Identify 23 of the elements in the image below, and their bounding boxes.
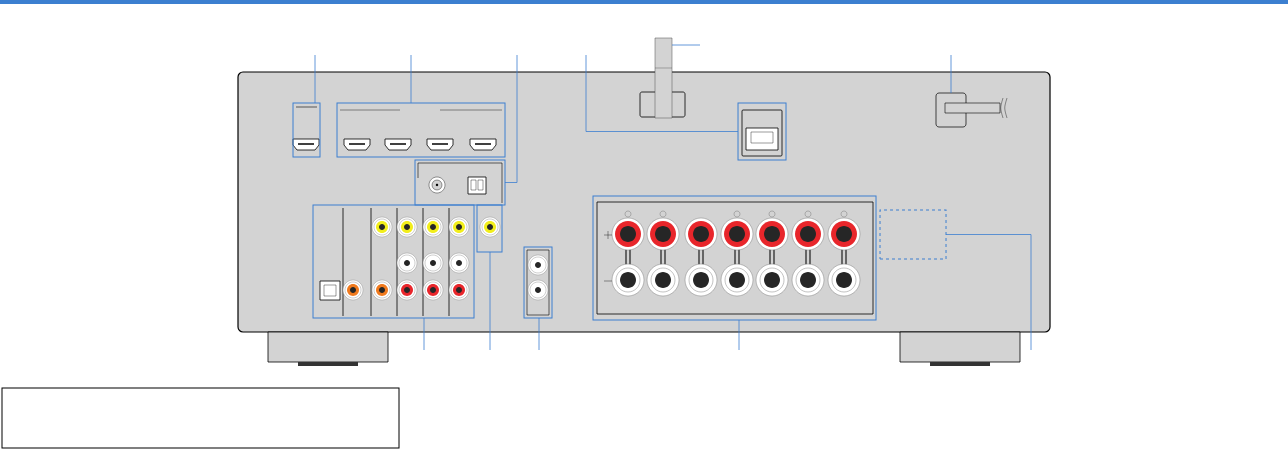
leader-line [314,54,316,104]
highlight-frame [476,204,503,253]
antenna [654,37,673,119]
leader-line [671,44,701,46]
note-box [1,387,400,449]
power-cord [944,97,1008,119]
leader-line [945,234,1032,351]
highlight-frame [336,102,506,158]
leader-line [950,54,952,94]
highlight-frame [312,204,475,319]
leader-line [585,54,739,132]
leader-line [489,251,491,351]
leader-line [410,54,412,104]
leader-line [538,317,540,351]
highlight-frame [292,102,321,158]
highlight-frame [523,246,553,319]
highlight-frame [879,209,947,260]
highlight-frame [592,195,877,321]
highlight-frame [737,102,787,161]
highlight-frame [414,159,506,206]
leader-line [738,319,740,351]
leader-line [423,317,425,351]
leader-line [504,54,518,183]
